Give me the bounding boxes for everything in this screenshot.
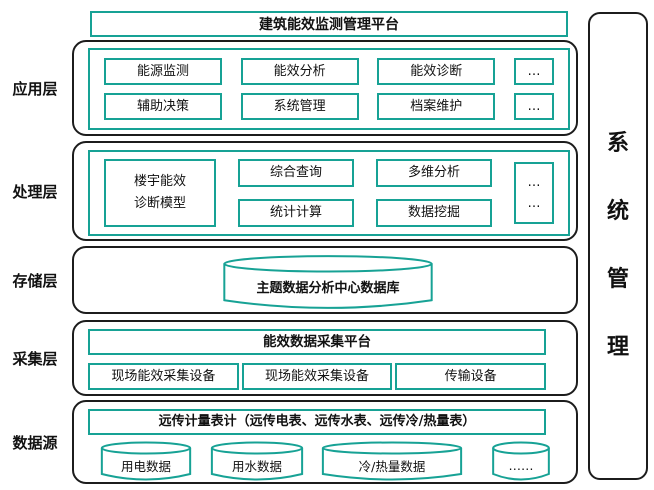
layer-label-application: 应用层 bbox=[12, 79, 58, 98]
processing-layer: 楼宇能效 诊断模型 综合查询 统计计算 多维分析 数据挖掘 … … bbox=[72, 141, 578, 241]
system-management-char-2: 统 bbox=[606, 199, 629, 224]
box-field-collection-device-2: 现场能效采集设备 bbox=[241, 363, 393, 390]
electricity-data-label: 用电数据 bbox=[120, 459, 171, 474]
box-building-efficiency-model: 楼宇能效 诊断模型 bbox=[104, 159, 216, 227]
model-box-line2: 诊断模型 bbox=[133, 196, 186, 211]
database-cylinder-shape bbox=[210, 441, 304, 481]
water-data-label: 用水数据 bbox=[231, 459, 282, 474]
system-management-char-1: 系 bbox=[606, 131, 629, 156]
box-system-management: 系统管理 bbox=[240, 93, 359, 120]
theme-database-cylinder: 主题数据分析中心数据库 bbox=[220, 254, 436, 310]
application-modules-panel: 能源监测 能效分析 能效诊断 … 辅助决策 系统管理 档案维护 … bbox=[88, 48, 570, 130]
cylinder-electricity-data: 用电数据 bbox=[100, 441, 192, 481]
application-layer: 能源监测 能效分析 能效诊断 … 辅助决策 系统管理 档案维护 … bbox=[72, 40, 578, 136]
more-dots-2: … bbox=[527, 196, 541, 211]
database-cylinder-shape bbox=[492, 441, 550, 481]
processing-column-2: 多维分析 数据挖掘 bbox=[376, 159, 492, 227]
cylinder-water-data: 用水数据 bbox=[210, 441, 304, 481]
heat-data-label: 冷/热量数据 bbox=[358, 459, 426, 474]
datasource-layer: 远传计量表计（远传电表、远传水表、远传冷/热量表） 用电数据 用水数据 冷/热量… bbox=[72, 400, 578, 484]
collection-layer: 能效数据采集平台 现场能效采集设备 现场能效采集设备 传输设备 bbox=[72, 320, 578, 396]
processing-modules-panel: 楼宇能效 诊断模型 综合查询 统计计算 多维分析 数据挖掘 … … bbox=[88, 150, 570, 236]
box-more-modules-1: … bbox=[513, 58, 554, 85]
application-row-2: 辅助决策 系统管理 档案维护 … bbox=[104, 93, 554, 120]
box-data-mining: 数据挖掘 bbox=[376, 199, 492, 227]
box-multidimensional-analysis: 多维分析 bbox=[376, 159, 492, 187]
layer-label-storage: 存储层 bbox=[12, 271, 58, 290]
box-energy-monitoring: 能源监测 bbox=[104, 58, 222, 85]
system-management-panel: 系 统 管 理 bbox=[588, 12, 648, 480]
box-more-modules-2: … bbox=[513, 93, 554, 120]
processing-column-1: 综合查询 统计计算 bbox=[238, 159, 354, 227]
box-efficiency-diagnosis: 能效诊断 bbox=[377, 58, 496, 85]
database-cylinder-shape bbox=[100, 441, 192, 481]
more-dots-1: … bbox=[527, 175, 541, 190]
storage-layer: 主题数据分析中心数据库 bbox=[72, 246, 578, 314]
box-field-collection-device-1: 现场能效采集设备 bbox=[88, 363, 239, 390]
box-efficiency-analysis: 能效分析 bbox=[240, 58, 359, 85]
database-cylinder-shape bbox=[320, 441, 464, 481]
cylinder-more-data: …… bbox=[492, 441, 550, 481]
platform-title: 建筑能效监测管理平台 bbox=[90, 11, 568, 37]
cylinder-heat-data: 冷/热量数据 bbox=[320, 441, 464, 481]
model-box-line1: 楼宇能效 bbox=[133, 173, 186, 189]
layer-label-processing: 处理层 bbox=[12, 182, 58, 201]
layer-label-datasource: 数据源 bbox=[12, 433, 58, 452]
box-remote-meters: 远传计量表计（远传电表、远传水表、远传冷/热量表） bbox=[88, 409, 546, 435]
collection-devices-row: 现场能效采集设备 现场能效采集设备 传输设备 bbox=[88, 363, 547, 390]
box-transmission-device: 传输设备 bbox=[395, 363, 547, 390]
box-archive-maintenance: 档案维护 bbox=[377, 93, 496, 120]
system-management-char-3: 管 bbox=[606, 267, 629, 292]
box-decision-support: 辅助决策 bbox=[104, 93, 222, 120]
layer-label-collection: 采集层 bbox=[12, 349, 58, 368]
system-management-char-4: 理 bbox=[606, 335, 629, 360]
theme-database-label: 主题数据分析中心数据库 bbox=[256, 281, 400, 296]
application-row-1: 能源监测 能效分析 能效诊断 … bbox=[104, 58, 554, 85]
box-collection-platform: 能效数据采集平台 bbox=[88, 329, 546, 355]
box-more-processing: … … bbox=[514, 162, 554, 224]
box-comprehensive-query: 综合查询 bbox=[238, 159, 354, 187]
box-statistical-calculation: 统计计算 bbox=[238, 199, 354, 227]
more-data-label: …… bbox=[508, 458, 534, 473]
database-cylinder-shape bbox=[220, 254, 436, 310]
